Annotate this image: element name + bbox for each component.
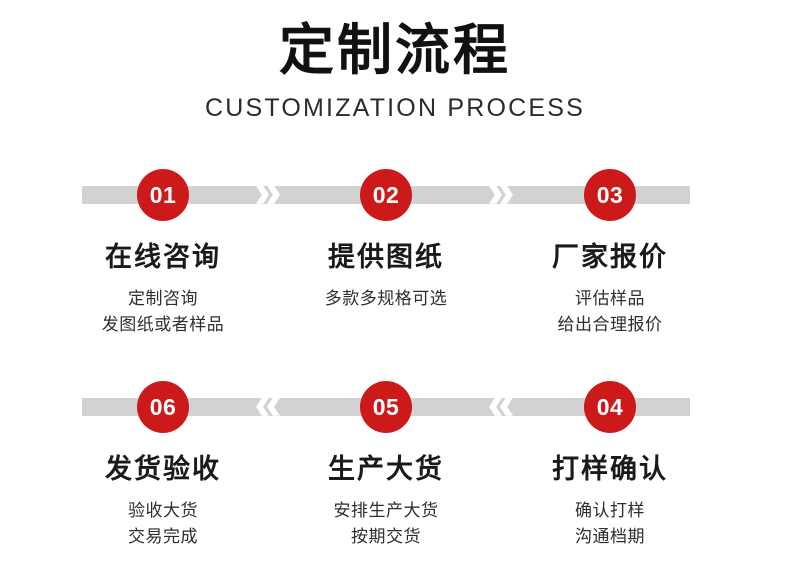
- flow-row-1: 01 在线咨询 定制咨询 发图纸或者样品 02 提供图纸 多款多规格可选 03 …: [0, 160, 790, 360]
- flow-arrow-icon: [256, 397, 282, 416]
- step-05[interactable]: 05 生产大货 安排生产大货 按期交货: [271, 372, 501, 551]
- step-title: 厂家报价: [552, 241, 668, 272]
- step-description-line: 多款多规格可选: [324, 288, 448, 308]
- page-title: 定制流程: [278, 19, 511, 81]
- step-description-line: 发图纸或者样品: [101, 315, 225, 335]
- flow-arrow-icon: [489, 185, 515, 204]
- step-06[interactable]: 06 发货验收 验收大货 交易完成: [48, 372, 278, 551]
- step-description-line: 给出合理报价: [557, 315, 663, 335]
- step-title: 在线咨询: [105, 241, 221, 272]
- step-number-badge: 01: [137, 168, 189, 221]
- step-number-badge: 05: [360, 380, 412, 433]
- step-number-badge: 02: [360, 168, 412, 221]
- step-title: 生产大货: [328, 453, 444, 484]
- step-description-line: 评估样品: [575, 288, 645, 308]
- page-header: 定制流程 CUSTOMIZATION PROCESS: [0, 0, 790, 123]
- step-description-line: 安排生产大货: [333, 500, 439, 520]
- step-03[interactable]: 03 厂家报价 评估样品 给出合理报价: [495, 160, 725, 339]
- step-description: 评估样品 给出合理报价: [495, 286, 725, 339]
- step-02[interactable]: 02 提供图纸 多款多规格可选: [271, 160, 501, 312]
- step-description-line: 定制咨询: [128, 288, 198, 308]
- step-description-line: 交易完成: [128, 527, 198, 547]
- flow-arrow-icon: [256, 185, 282, 204]
- step-description: 安排生产大货 按期交货: [271, 498, 501, 551]
- step-description: 验收大货 交易完成: [48, 498, 278, 551]
- step-title: 打样确认: [552, 453, 668, 484]
- step-description: 确认打样 沟通档期: [495, 498, 725, 551]
- step-01[interactable]: 01 在线咨询 定制咨询 发图纸或者样品: [48, 160, 278, 339]
- step-description: 定制咨询 发图纸或者样品: [48, 286, 278, 339]
- step-description-line: 沟通档期: [575, 527, 645, 547]
- step-title: 发货验收: [105, 453, 221, 484]
- step-number-badge: 06: [137, 380, 189, 433]
- step-number-badge: 03: [584, 168, 636, 221]
- step-title: 提供图纸: [328, 241, 444, 272]
- step-description: 多款多规格可选: [271, 286, 501, 312]
- step-description-line: 确认打样: [575, 500, 645, 520]
- flow-arrow-icon: [489, 397, 515, 416]
- step-number-badge: 04: [584, 380, 636, 433]
- flow-row-2: 06 发货验收 验收大货 交易完成 05 生产大货 安排生产大货 按期交货 04…: [0, 372, 790, 572]
- step-description-line: 按期交货: [351, 527, 421, 547]
- page-subtitle: CUSTOMIZATION PROCESS: [204, 93, 586, 122]
- step-description-line: 验收大货: [128, 500, 198, 520]
- step-04[interactable]: 04 打样确认 确认打样 沟通档期: [495, 372, 725, 551]
